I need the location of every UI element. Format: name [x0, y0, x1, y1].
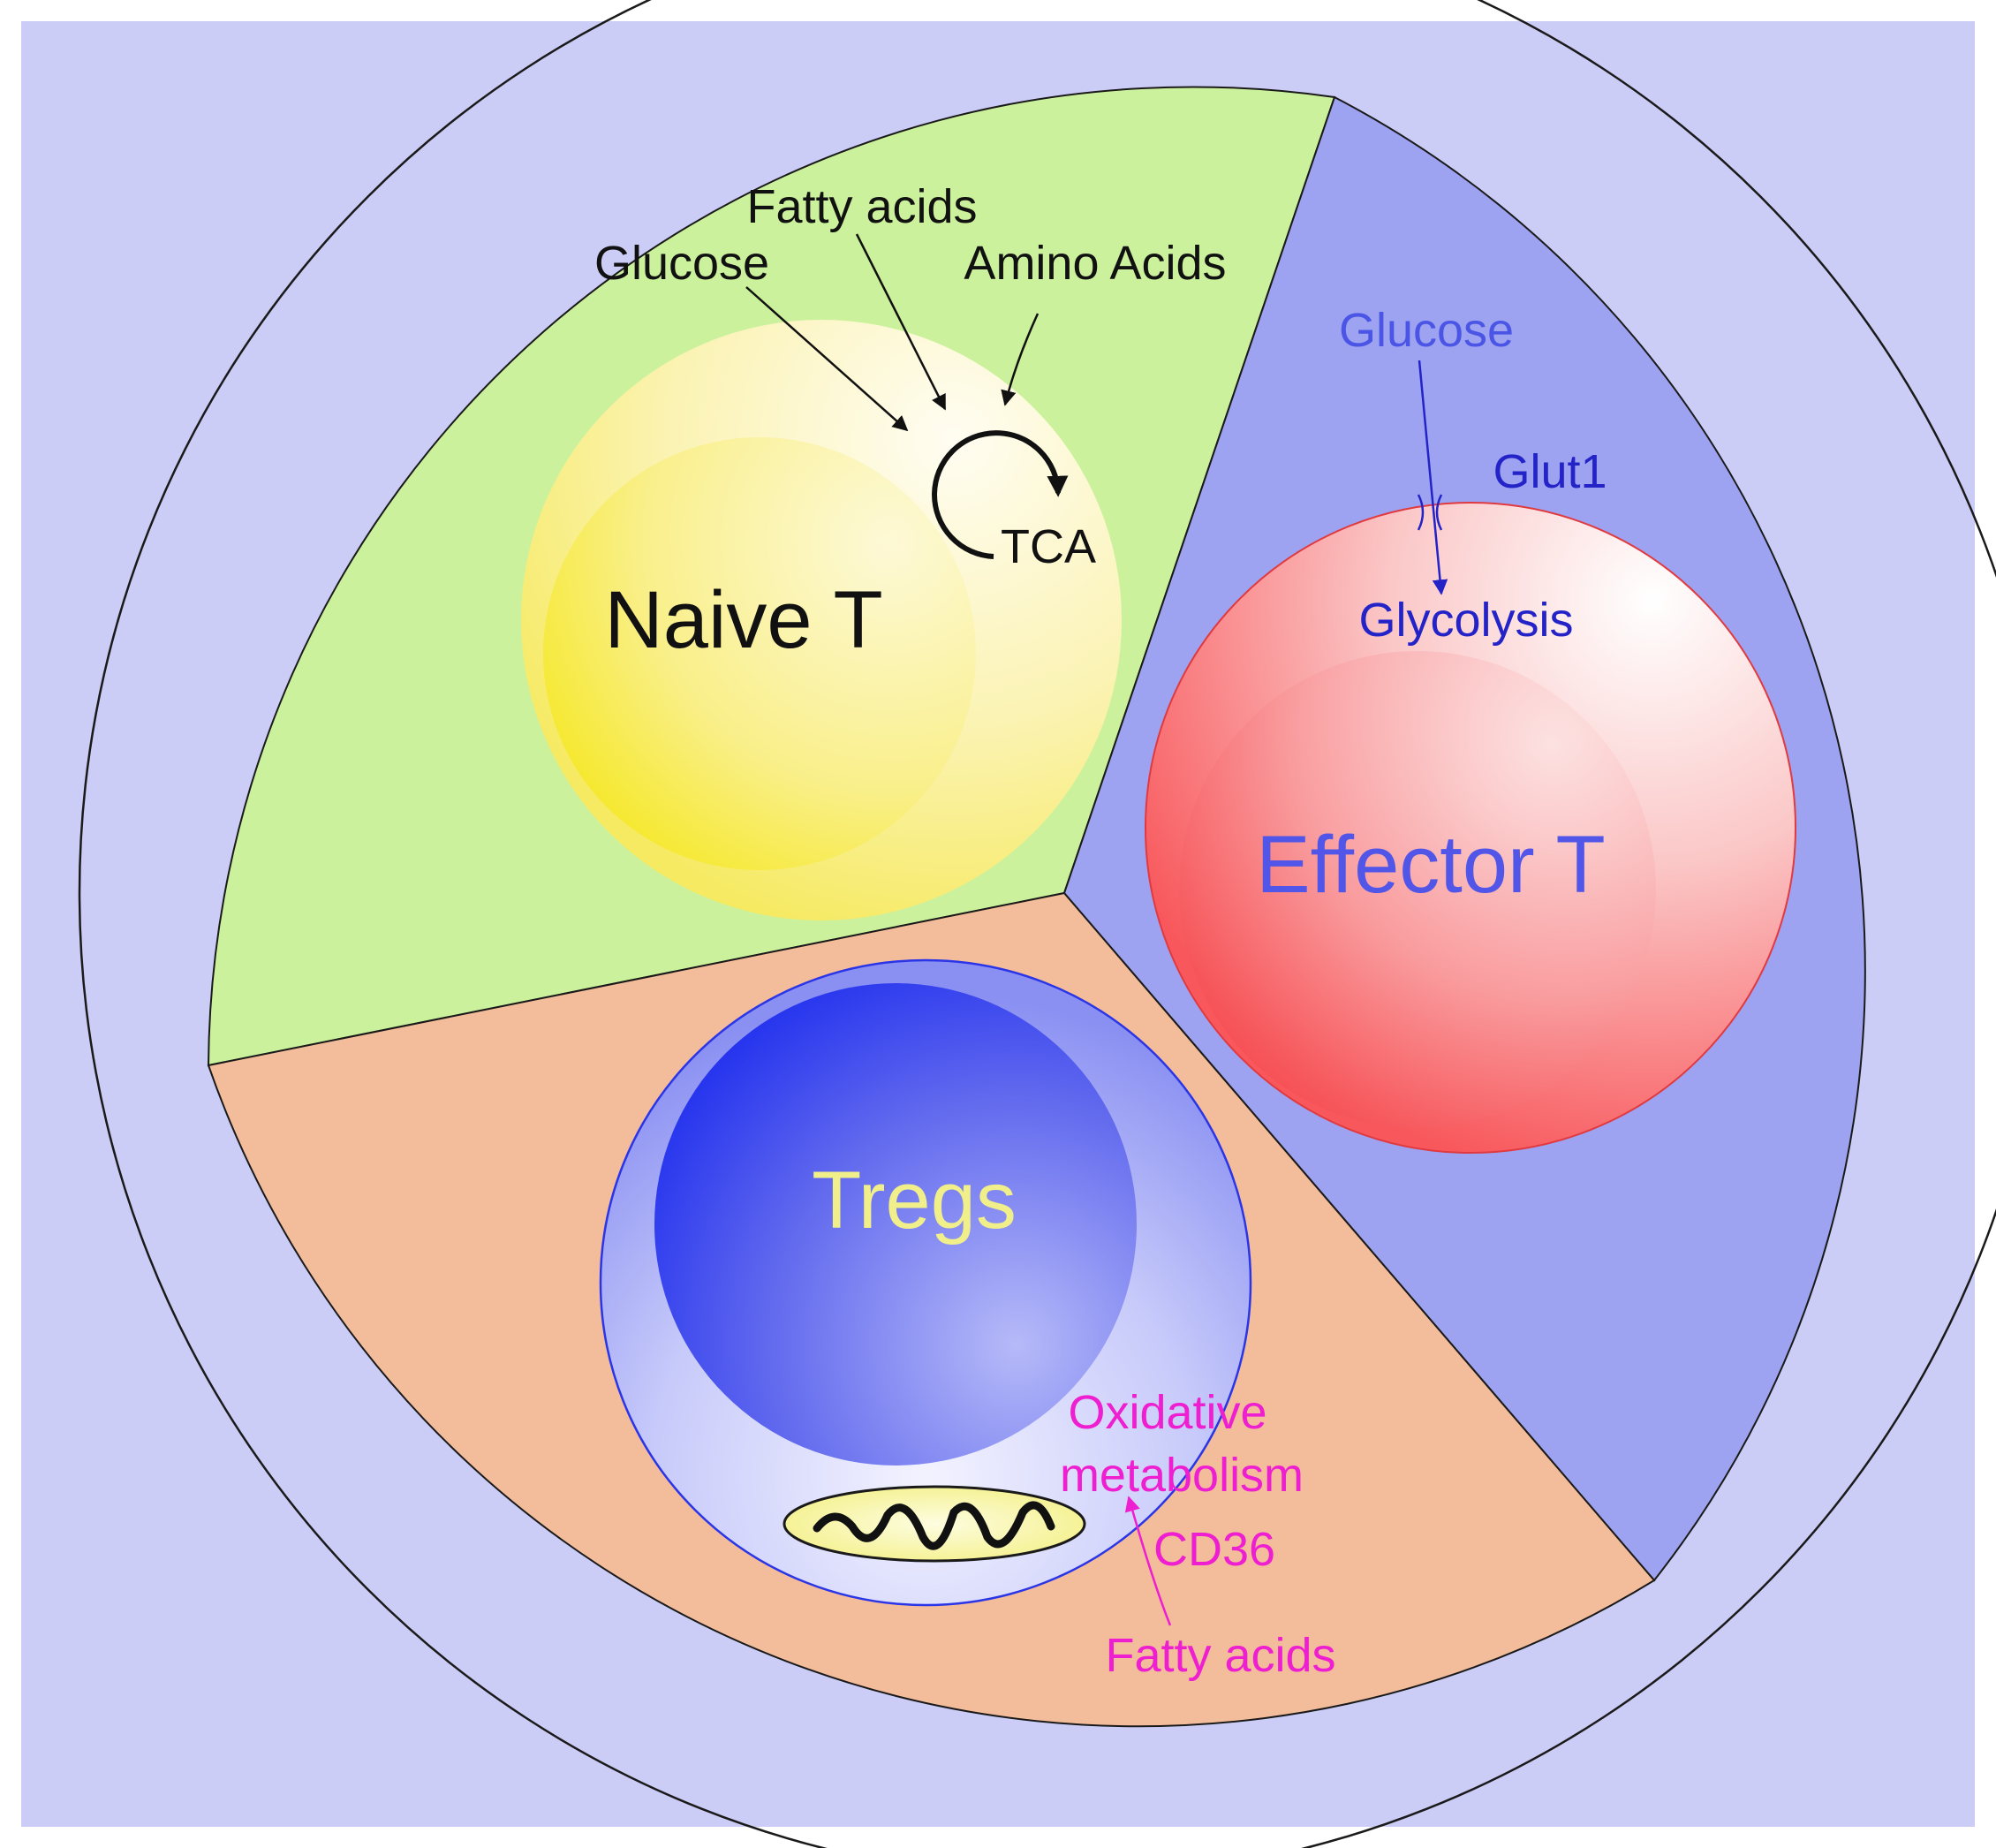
mitochondrial-cristae: [813, 1501, 1055, 1550]
glycolysis-label: Glycolysis: [1358, 594, 1573, 647]
glut1-transporter-icon: [1417, 494, 1443, 531]
naive-t-cell: Fatty acids Glucose Amino Acids TCA Naiv…: [521, 180, 1227, 920]
fatty-acids-arrow: [855, 233, 947, 411]
metabolism-label: metabolism: [1060, 1449, 1304, 1502]
amino-acids-arrow: [1001, 313, 1040, 406]
naive-input-amino-acids: Amino Acids: [964, 237, 1226, 290]
oxidative-label: Oxidative: [1068, 1386, 1266, 1439]
treg-input-fatty-acids: Fatty acids: [1105, 1629, 1335, 1682]
outer-circle: [79, 0, 1996, 1848]
glucose-uptake-arrow: [1418, 360, 1448, 595]
treg-cell-label: Tregs: [812, 1155, 1017, 1246]
fatty-acid-uptake-arrow: [1124, 1496, 1172, 1626]
tca-label: TCA: [1001, 520, 1096, 573]
treg-cell-nucleus: [654, 983, 1137, 1466]
cd36-label: CD36: [1153, 1523, 1275, 1576]
effector-cell-nucleus: [1179, 651, 1656, 1128]
glucose-arrow: [745, 286, 909, 432]
effector-t-cell: Glucose Glut1 Glycolysis Effector T: [1145, 304, 1796, 1154]
tca-cycle-arrow: [932, 430, 1069, 559]
naive-cell-label: Naive T: [604, 575, 882, 665]
effector-input-glucose: Glucose: [1339, 304, 1514, 357]
naive-cell-nucleus: [543, 437, 976, 870]
treg-cell: Tregs Oxidative metabolism CD36 Fatty ac…: [599, 958, 1336, 1682]
naive-input-glucose: Glucose: [594, 237, 769, 290]
effector-cell-label: Effector T: [1256, 820, 1605, 910]
naive-input-fatty-acids: Fatty acids: [746, 180, 977, 233]
glut1-label: Glut1: [1493, 445, 1607, 498]
